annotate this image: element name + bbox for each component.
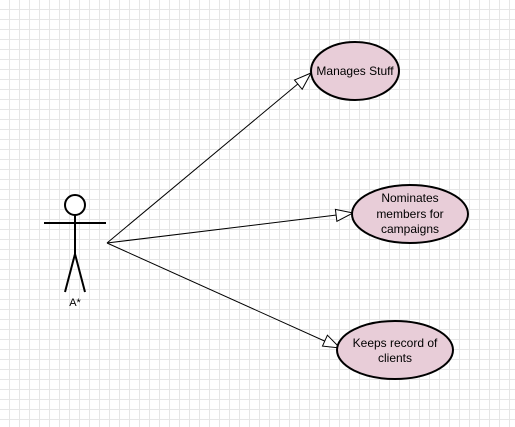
- association-line: [106, 212, 354, 244]
- association-keeps-record[interactable]: [106, 242, 342, 349]
- use-case-label-line: Manages Stuff: [316, 64, 394, 78]
- use-case-ellipse: [336, 320, 454, 380]
- association-line: [106, 242, 341, 349]
- association-manages-stuff[interactable]: [106, 71, 313, 244]
- use-case-label-line: members for: [376, 207, 443, 221]
- use-case-ellipse: [351, 184, 469, 244]
- use-case-manages-stuff[interactable]: Manages Stuff: [310, 41, 400, 101]
- use-case-label-line: campaigns: [381, 222, 439, 236]
- association-nominates-members[interactable]: [106, 208, 355, 244]
- use-case-nominates-members[interactable]: Nominates members for campaigns: [351, 184, 469, 244]
- actor[interactable]: A*: [44, 194, 106, 309]
- use-case-label-line: Keeps record of: [353, 336, 438, 350]
- actor-label: A*: [69, 297, 81, 309]
- association-line: [106, 72, 312, 244]
- open-arrowhead-icon: [321, 334, 342, 349]
- open-arrowhead-icon: [334, 208, 355, 223]
- use-case-keeps-record[interactable]: Keeps record of clients: [336, 320, 454, 380]
- use-case-label-line: Nominates: [381, 191, 438, 205]
- use-case-label-line: clients: [378, 351, 412, 365]
- stick-figure-icon: [44, 194, 106, 293]
- use-case-ellipse: [310, 41, 400, 101]
- open-arrowhead-icon: [293, 71, 313, 91]
